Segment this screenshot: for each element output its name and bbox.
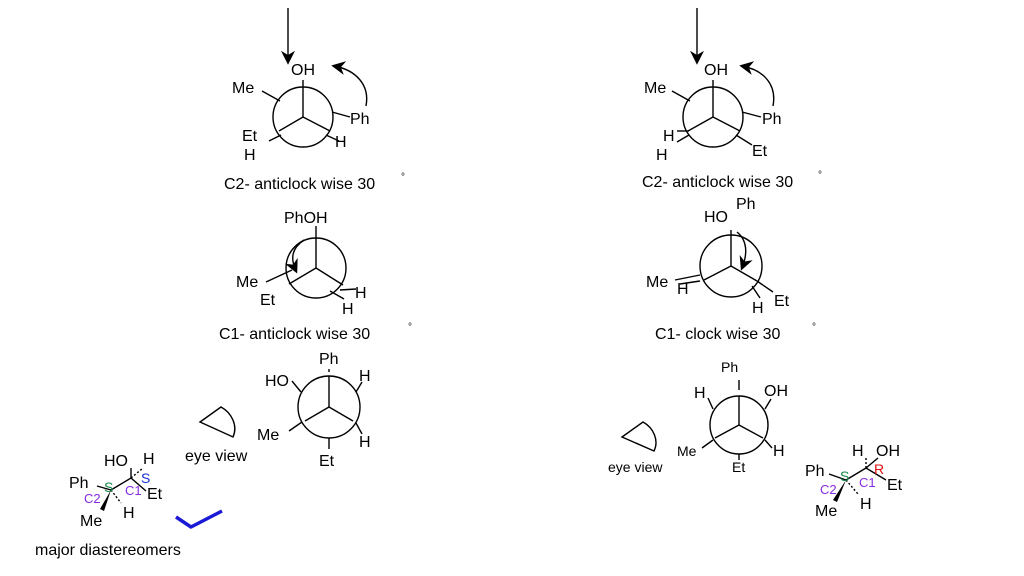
h-label: H bbox=[355, 285, 367, 302]
ph-label: Ph bbox=[762, 111, 782, 128]
eye-icon bbox=[620, 421, 657, 452]
rotation-arrow bbox=[331, 61, 368, 107]
major-diastereomers-label: major diastereomers bbox=[35, 542, 181, 559]
stereo-descriptor-s: S bbox=[104, 479, 113, 495]
h-label: H bbox=[677, 281, 689, 298]
h-label: H bbox=[656, 147, 668, 164]
stereo-descriptor-s: S bbox=[141, 470, 150, 486]
c2-label: C2 bbox=[84, 491, 101, 506]
degree-sign: ° bbox=[408, 322, 412, 333]
product-structure-right: Ph H OH Et H Me S R C2 C1 bbox=[805, 443, 903, 520]
degree-sign: ° bbox=[401, 172, 405, 183]
et-label: Et bbox=[260, 292, 276, 309]
oh-label: OH bbox=[704, 62, 728, 79]
rotation-arrow bbox=[736, 231, 753, 271]
newman-left-1: OH Me Ph Et H H bbox=[232, 61, 370, 164]
h-label: H bbox=[342, 301, 354, 318]
h-label: H bbox=[773, 443, 785, 460]
oh-label: OH bbox=[764, 383, 788, 400]
h-label: H bbox=[244, 147, 256, 164]
et-label: Et bbox=[887, 477, 903, 494]
et-label: Et bbox=[147, 486, 163, 503]
me-label: Me bbox=[815, 503, 837, 520]
stereo-descriptor-r: R bbox=[874, 461, 884, 477]
h-label: H bbox=[860, 496, 872, 513]
ph-label: Ph bbox=[805, 463, 825, 480]
degree-sign: ° bbox=[818, 170, 822, 181]
c1-label: C1 bbox=[125, 483, 142, 498]
ph-label: Ph bbox=[69, 475, 89, 492]
oh-label: OH bbox=[876, 443, 900, 460]
me-label: Me bbox=[677, 443, 697, 459]
h-label: H bbox=[335, 134, 347, 151]
h-label: H bbox=[752, 300, 764, 317]
me-label: Me bbox=[80, 513, 102, 530]
caption-right-step2: C1- clock wise 30 bbox=[655, 326, 780, 343]
me-label: Me bbox=[257, 427, 279, 444]
ph-label: Ph bbox=[736, 196, 756, 213]
rotation-arrow bbox=[284, 239, 305, 274]
h-label: H bbox=[852, 443, 864, 460]
h-label: H bbox=[694, 385, 706, 402]
ph-label: Ph bbox=[721, 359, 738, 375]
caption-left-step1: C2- anticlock wise 30 bbox=[224, 176, 375, 193]
newman-right-3: Ph H OH Me H Et bbox=[677, 359, 788, 475]
eye-view-label: eye view bbox=[608, 459, 663, 475]
et-label: Et bbox=[242, 128, 258, 145]
rotation-arrow bbox=[739, 61, 775, 107]
h-label: H bbox=[359, 368, 371, 385]
me-label: Me bbox=[236, 274, 258, 291]
me-label: Me bbox=[232, 80, 254, 97]
newman-left-2: PhOH Me Et H H bbox=[236, 210, 367, 318]
et-label: Et bbox=[752, 143, 768, 160]
newman-right-1: OH Me Ph H H Et bbox=[644, 61, 782, 164]
eye-icon bbox=[198, 406, 236, 438]
ph-label: Ph bbox=[319, 351, 339, 368]
ho-label: HO bbox=[265, 373, 289, 390]
et-label: Et bbox=[774, 293, 790, 310]
eye-view-label: eye view bbox=[185, 448, 248, 465]
h-label: H bbox=[663, 128, 675, 145]
degree-sign: ° bbox=[812, 322, 816, 333]
ph-label: Ph bbox=[350, 111, 370, 128]
h-label: H bbox=[359, 434, 371, 451]
newman-right-2: HO Ph Me H H Et bbox=[646, 196, 790, 317]
h-label: H bbox=[123, 505, 135, 522]
phoh-label: PhOH bbox=[284, 210, 328, 227]
caption-right-step1: C2- anticlock wise 30 bbox=[642, 174, 793, 191]
stereo-descriptor-s: S bbox=[840, 468, 849, 484]
newman-left-3: Ph HO H Me H Et bbox=[257, 351, 371, 470]
et-label: Et bbox=[732, 459, 745, 475]
me-label: Me bbox=[644, 80, 666, 97]
h-label: H bbox=[143, 451, 155, 468]
c2-label: C2 bbox=[820, 482, 837, 497]
checkmark-icon bbox=[175, 509, 223, 529]
ho-label: HO bbox=[704, 209, 728, 226]
c1-label: C1 bbox=[859, 475, 876, 490]
et-label: Et bbox=[319, 453, 335, 470]
caption-left-step2: C1- anticlock wise 30 bbox=[219, 326, 370, 343]
oh-label: OH bbox=[291, 62, 315, 79]
product-structure-left: Ph HO H Et H Me S S C2 C1 bbox=[69, 451, 163, 530]
ho-label: HO bbox=[104, 453, 128, 470]
me-label: Me bbox=[646, 274, 668, 291]
